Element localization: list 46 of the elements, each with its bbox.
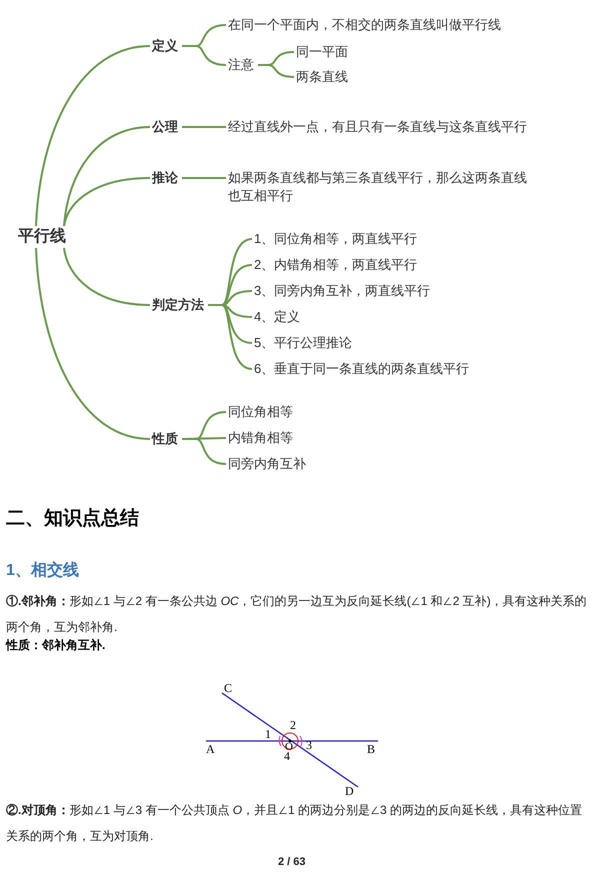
branch-line — [208, 304, 252, 370]
leaf-topic: 同位角相等 — [228, 403, 348, 421]
angle-label: 4 — [284, 749, 290, 764]
branch-line — [35, 248, 150, 440]
leaf-topic: 在同一个平面内，不相交的两条直线叫做平行线 — [228, 16, 538, 34]
branch-line — [182, 438, 226, 465]
leaf-topic: 如果两条直线都与第三条直线平行，那么这两条直线也互相平行 — [228, 169, 533, 205]
leaf-topic: 两条直线 — [296, 68, 366, 86]
point-label: C — [224, 681, 234, 696]
branch-topic: 定义 — [152, 37, 186, 55]
branch-topic: 推论 — [152, 169, 186, 187]
leaf-topic: 注意 — [228, 56, 258, 74]
branch-topic: 公理 — [152, 118, 186, 136]
leaf-topic: 1、同位角相等，两直线平行 — [254, 230, 514, 248]
section-heading: 二、知识点总结 — [6, 506, 140, 531]
leaf-topic: 6、垂直于同一条直线的两条直线平行 — [254, 360, 534, 378]
angle-label: 1 — [265, 727, 272, 742]
branch-line — [182, 177, 226, 179]
branch-line — [35, 45, 150, 226]
leaf-topic: 4、定义 — [254, 308, 514, 326]
property-text: 性质：邻补角互补. — [6, 637, 106, 654]
branch-line — [63, 177, 150, 226]
point-label: D — [345, 784, 355, 799]
leaf-topic: 3、同旁内角互补，两直线平行 — [254, 282, 514, 300]
root-topic: 平行线 — [18, 226, 80, 248]
definition-paragraph: ②.对顶角：形如∠1 与∠3 有一个公共顶点 O，并且∠1 的两边分别是∠3 的两边的反向延长线，具有这种位置关系的两个角，互为对顶角. — [6, 802, 584, 845]
angle-label: 2 — [290, 718, 297, 733]
branch-topic: 性质 — [152, 430, 186, 448]
subsection-heading: 1、相交线 — [6, 560, 80, 581]
definition-paragraph: ①.邻补角：形如∠1 与∠2 有一条公共边 OC，它们的另一边互为反向延长线(∠1 和∠2 互补)，具有这种关系的两个角，互为邻补角. — [6, 593, 588, 636]
leaf-topic: 5、平行公理推论 — [254, 334, 514, 352]
page-number: 2 / 63 — [278, 856, 306, 868]
leaf-topic: 同一平面 — [296, 43, 366, 61]
branch-topic: 判定方法 — [152, 296, 212, 314]
branch-line — [63, 126, 150, 226]
leaf-topic: 内错角相等 — [228, 429, 348, 447]
branch-line — [258, 64, 294, 78]
angle-label: 3 — [306, 738, 313, 753]
point-label: B — [367, 742, 376, 757]
branch-line — [182, 126, 226, 128]
point-label: A — [206, 742, 216, 757]
leaf-topic: 经过直线外一点，有且只有一条直线与这条直线平行 — [228, 118, 558, 136]
branch-line — [63, 248, 150, 306]
branch-line — [182, 45, 226, 66]
leaf-topic: 同旁内角互补 — [228, 455, 348, 473]
leaf-topic: 2、内错角相等，两直线平行 — [254, 256, 514, 274]
